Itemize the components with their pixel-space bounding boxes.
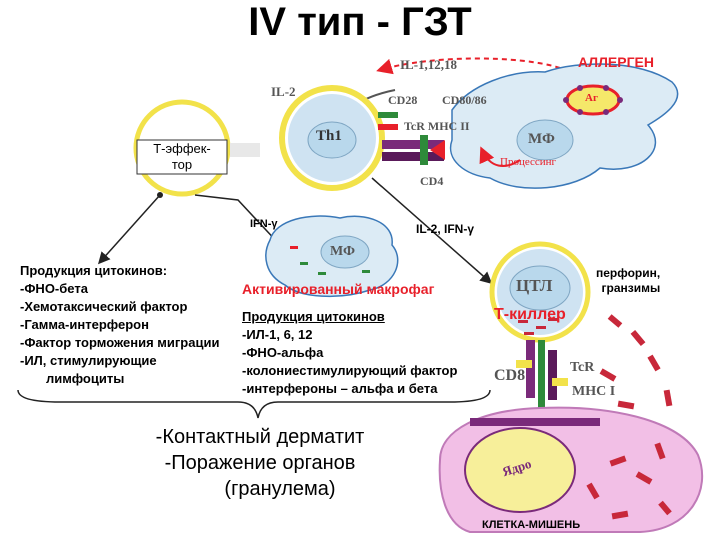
page-title: IV тип - ГЗТ xyxy=(248,0,472,44)
cytokines-mid-heading: Продукция цитокинов xyxy=(242,309,385,324)
cd28-receptor xyxy=(378,112,398,118)
activated-macrophage-caption: Активированный макрофаг xyxy=(242,281,435,297)
cytokines-left-heading: Продукция цитокинов: xyxy=(20,263,168,278)
target-membrane-receptor xyxy=(470,418,600,426)
target-cell-label: КЛЕТКА-МИШЕНЬ xyxy=(482,519,581,531)
processing-arrow xyxy=(479,146,521,167)
list-item: (гранулема) xyxy=(224,478,336,500)
th1-nucleus xyxy=(307,121,357,159)
granule xyxy=(658,500,672,516)
cytokines-mid-list: Продукция цитокинов -ИЛ-1, 6, 12 -ФНО-ал… xyxy=(242,308,457,398)
antigen-label: Аг xyxy=(585,92,598,104)
cd28-label: CD28 xyxy=(388,93,418,107)
il2-ifn-label: IL-2, IFN-γ xyxy=(416,222,475,236)
list-item: -ФНО-бета xyxy=(20,281,88,296)
cd80-86-label: CD80/86 xyxy=(442,93,487,107)
outcomes-brace xyxy=(17,389,491,419)
ctl-cd8-stalk xyxy=(538,340,545,410)
mhc2-receptor xyxy=(382,152,444,161)
t-killer-label: Т-киллер xyxy=(494,306,566,323)
ctl-linker-1 xyxy=(516,360,532,368)
allergen-label: АЛЛЕРГЕН xyxy=(578,54,654,70)
il-2-label: IL-2 xyxy=(271,84,296,99)
t-effector-label: Т-эффек- тор xyxy=(153,141,211,172)
granule xyxy=(609,455,627,467)
tcr-receptor xyxy=(382,140,444,149)
perforin-label: перфорин, гранзимы xyxy=(596,266,661,295)
th1-label: Th1 xyxy=(316,128,342,144)
processing-label: Процессинг xyxy=(500,156,557,168)
tcr-label: TcR xyxy=(570,360,595,375)
cd4-panel xyxy=(279,57,679,191)
mhc1-label: MHC I xyxy=(572,384,616,399)
granule xyxy=(599,368,617,382)
granule xyxy=(617,400,635,410)
ctl-mhc1-stalk xyxy=(548,350,557,400)
antigen-peptide xyxy=(430,140,445,160)
list-item: -Контактный дерматит xyxy=(155,426,365,448)
target-nucleus xyxy=(464,427,576,513)
list-item: лимфоциты xyxy=(46,371,125,386)
t-effector-box xyxy=(136,139,228,175)
effector-to-list-arrow xyxy=(97,194,161,265)
list-item: -ФНО-альфа xyxy=(242,345,324,360)
activated-mf-nucleus xyxy=(320,235,370,269)
cd4-label: CD4 xyxy=(420,174,444,188)
granule xyxy=(635,471,653,485)
ctl-linker-2 xyxy=(552,378,568,386)
granule xyxy=(607,314,623,328)
granule xyxy=(630,329,646,347)
macrophage-top-nucleus xyxy=(516,119,574,161)
ctl-label: ЦТЛ xyxy=(516,276,553,295)
cd80-receptor xyxy=(378,124,398,130)
list-item: -Фактор торможения миграции xyxy=(20,335,220,350)
th1-to-ctl-arrow xyxy=(371,177,493,284)
list-item: -ИЛ, стимулирующие xyxy=(20,353,157,368)
cytokines-left-list: Продукция цитокинов: -ФНО-бета -Хемотакс… xyxy=(20,262,219,388)
granule xyxy=(663,389,673,407)
list-item: -колониестимулирующий фактор xyxy=(242,363,458,378)
il-1-12-18-label: IL-1,12,18 xyxy=(400,57,458,72)
cd8-label: CD8 xyxy=(494,367,526,384)
ctl-panel xyxy=(438,241,704,533)
granule xyxy=(586,482,600,500)
cd4-receptor xyxy=(420,135,428,165)
tcr-mhc2-label: TcR MHC II xyxy=(404,119,470,133)
list-item: -интерфероны – альфа и бета xyxy=(242,381,438,396)
granule xyxy=(654,442,666,460)
outcomes-list: -Контактный дерматит -Поражение органов … xyxy=(100,424,420,502)
macrophage-top-label: МФ xyxy=(528,131,555,147)
granule xyxy=(647,354,661,372)
ctl-nucleus xyxy=(509,265,571,311)
list-item: -Гамма-интерферон xyxy=(20,317,149,332)
granule xyxy=(611,510,629,520)
list-item: -ИЛ-1, 6, 12 xyxy=(242,327,313,342)
ctl-tcr-stalk xyxy=(526,340,535,398)
effector-to-mf-arrow xyxy=(194,194,283,248)
ifn-gamma-label: IFN-γ xyxy=(250,218,278,230)
list-item: -Хемотаксический фактор xyxy=(20,299,188,314)
list-item: -Поражение органов xyxy=(164,452,356,474)
activated-mf-label: МФ xyxy=(330,244,356,259)
